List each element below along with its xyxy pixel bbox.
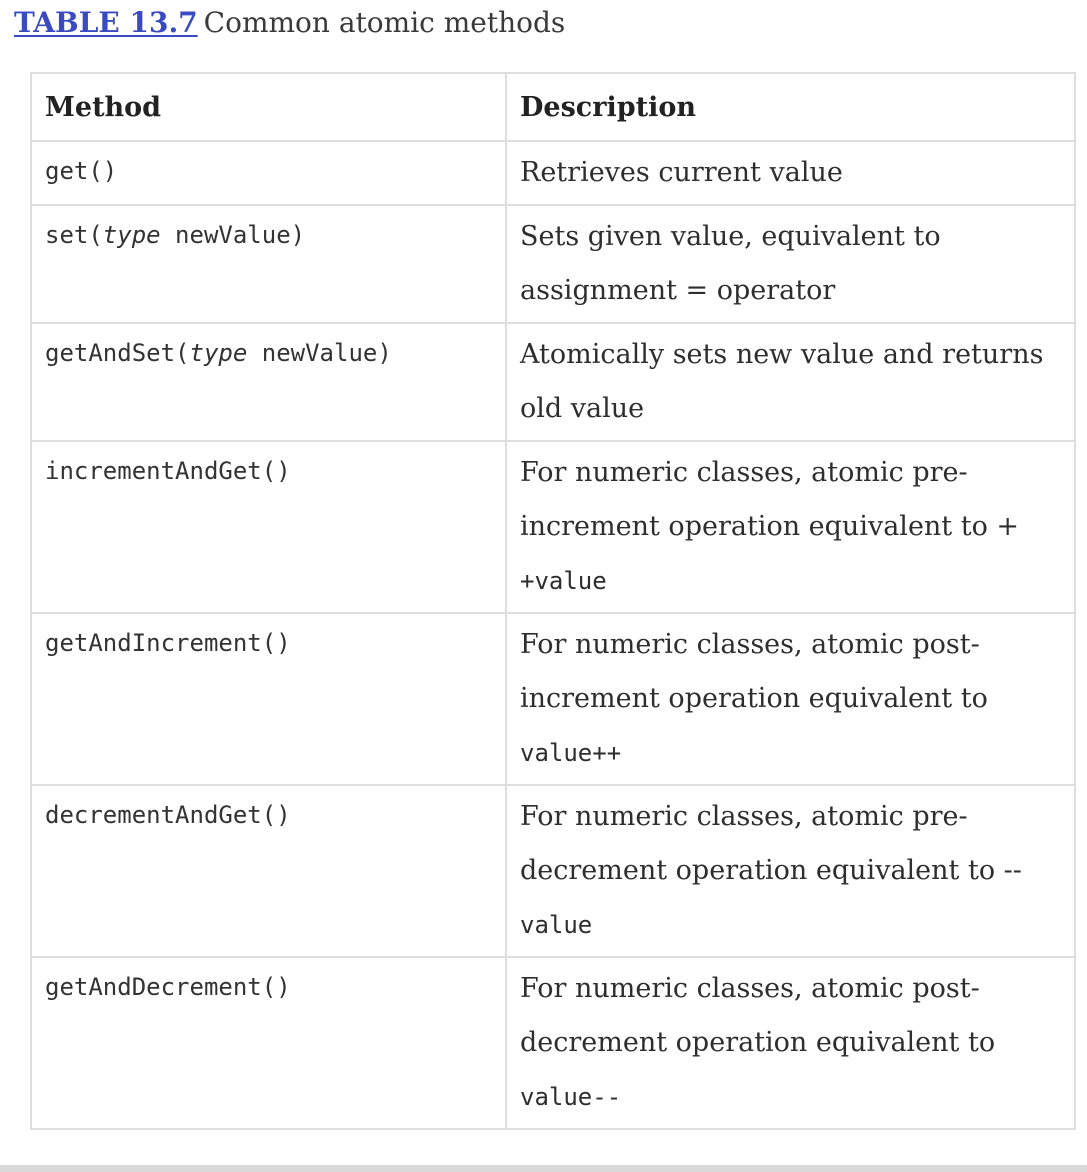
method-cell: incrementAndGet() bbox=[30, 440, 507, 614]
method-close: ) bbox=[377, 339, 392, 367]
method-cell: set(type newValue) bbox=[30, 204, 507, 324]
method-close: () bbox=[261, 801, 291, 829]
table-row: getAndDecrement() For numeric classes, a… bbox=[30, 956, 1076, 1130]
method-cell: getAndSet(type newValue) bbox=[30, 322, 507, 442]
description-cell: For numeric classes, atomic post-decreme… bbox=[505, 956, 1076, 1130]
method-cell: getAndDecrement() bbox=[30, 956, 507, 1130]
method-cell: get() bbox=[30, 140, 507, 206]
method-close: ) bbox=[290, 221, 306, 249]
table-row: incrementAndGet() For numeric classes, a… bbox=[30, 440, 1076, 614]
table-row: get() Retrieves current value bbox=[30, 140, 1076, 206]
description-text: For numeric classes, atomic pre-decremen… bbox=[520, 801, 1022, 886]
description-cell: Sets given value, equivalent to assignme… bbox=[505, 204, 1076, 324]
description-text: Sets given value, equivalent to assignme… bbox=[520, 221, 941, 306]
page-bottom-edge bbox=[0, 1165, 1087, 1172]
description-cell: For numeric classes, atomic pre-decremen… bbox=[505, 784, 1076, 958]
method-name: set( bbox=[45, 221, 103, 249]
method-close: () bbox=[261, 973, 291, 1001]
method-close: () bbox=[88, 157, 118, 185]
table-row: decrementAndGet() For numeric classes, a… bbox=[30, 784, 1076, 958]
description-cell: Atomically sets new value and returns ol… bbox=[505, 322, 1076, 442]
method-close: () bbox=[261, 457, 291, 485]
method-arg-type: type bbox=[102, 221, 161, 249]
method-close: () bbox=[261, 629, 291, 657]
description-cell: For numeric classes, atomic pre-incremen… bbox=[505, 440, 1076, 614]
description-cell: For numeric classes, atomic post-increme… bbox=[505, 612, 1076, 786]
description-text: For numeric classes, atomic post-decreme… bbox=[520, 973, 996, 1058]
table-row: getAndSet(type newValue) Atomically sets… bbox=[30, 322, 1076, 442]
table-number-link[interactable]: TABLE 13.7 bbox=[14, 6, 198, 39]
table-row: set(type newValue) Sets given value, equ… bbox=[30, 204, 1076, 324]
description-text: For numeric classes, atomic pre-incremen… bbox=[520, 457, 1020, 542]
method-name: getAndIncrement bbox=[45, 629, 262, 657]
column-header-method: Method bbox=[30, 72, 507, 142]
method-name: getAndSet( bbox=[45, 339, 190, 367]
method-name: getAndDecrement bbox=[45, 973, 262, 1001]
description-cell: Retrieves current value bbox=[505, 140, 1076, 206]
method-name: incrementAndGet bbox=[45, 457, 262, 485]
method-name: get bbox=[45, 157, 89, 185]
description-text: Retrieves current value bbox=[520, 157, 843, 188]
description-text: For numeric classes, atomic post-increme… bbox=[520, 629, 988, 714]
method-cell: decrementAndGet() bbox=[30, 784, 507, 958]
table-title: Common atomic methods bbox=[203, 6, 566, 39]
method-arg-type: type bbox=[189, 339, 248, 367]
method-cell: getAndIncrement() bbox=[30, 612, 507, 786]
method-name: decrementAndGet bbox=[45, 801, 262, 829]
description-code: value-- bbox=[520, 1083, 622, 1111]
description-code: +value bbox=[520, 567, 607, 595]
description-code: value bbox=[520, 911, 593, 939]
atomic-methods-table: Method Description get() Retrieves curre… bbox=[30, 72, 1076, 1130]
column-header-description: Description bbox=[505, 72, 1076, 142]
method-arg-rest: newValue bbox=[247, 339, 378, 367]
header-row: Method Description bbox=[30, 72, 1076, 142]
description-code: value++ bbox=[520, 739, 622, 767]
method-arg-rest: newValue bbox=[160, 221, 291, 249]
description-text: Atomically sets new value and returns ol… bbox=[520, 339, 1044, 424]
table-row: getAndIncrement() For numeric classes, a… bbox=[30, 612, 1076, 786]
